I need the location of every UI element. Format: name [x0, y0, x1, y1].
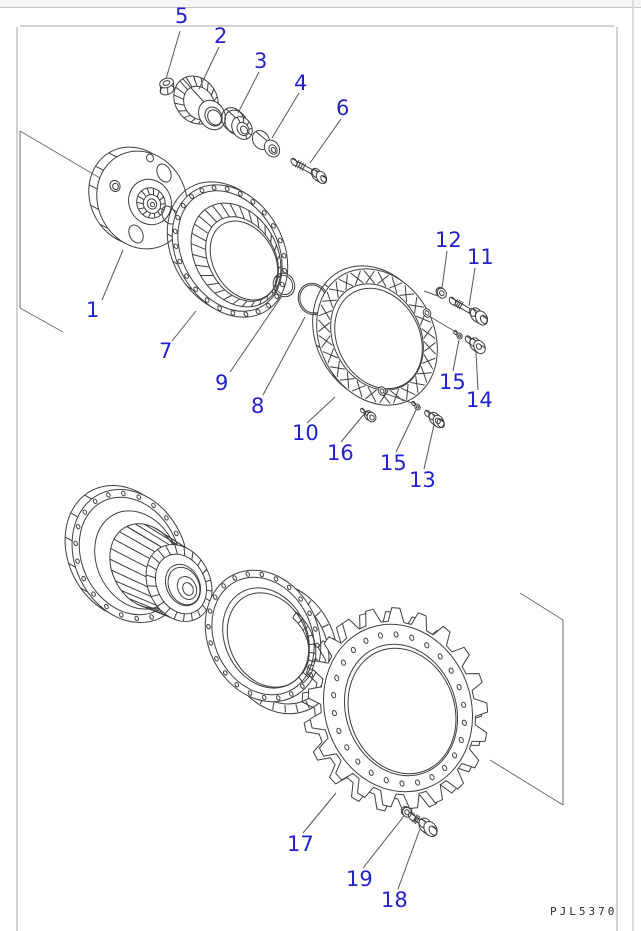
- part-18-bolt: [407, 811, 438, 837]
- part-5-nut: [159, 77, 175, 96]
- callout-leader-lines: [101, 30, 479, 890]
- part-19-washer: [400, 805, 413, 818]
- callout-16: 16: [327, 441, 354, 465]
- callout-5: 5: [175, 4, 189, 28]
- callout-17: 17: [287, 832, 314, 856]
- callout-13: 13: [409, 468, 436, 492]
- callout-12: 12: [435, 228, 462, 252]
- callout-10: 10: [292, 421, 319, 445]
- lower-drum-ring-gear: [204, 569, 339, 715]
- part-11-bolt: [448, 296, 489, 326]
- part-12-washer: [435, 286, 447, 299]
- drawing-frame-top: [20, 25, 614, 27]
- part-3-coupling: [221, 107, 253, 140]
- part-4-bushing: [251, 130, 281, 158]
- drawing-frame-right: [616, 27, 618, 931]
- callout-7: 7: [159, 339, 173, 363]
- drawing-frame-left: [16, 27, 18, 931]
- callout-3: 3: [254, 49, 268, 73]
- part-13-bolt: [424, 409, 445, 429]
- callout-19: 19: [346, 867, 373, 891]
- part-14-bolt: [464, 335, 486, 355]
- part-15-pin-upper: [453, 330, 463, 340]
- callout-9: 9: [215, 371, 229, 395]
- callout-14: 14: [466, 388, 493, 412]
- part-16-screw: [360, 407, 377, 423]
- page-right-edge: [632, 0, 634, 931]
- callout-11: 11: [467, 245, 494, 269]
- part-17-sprocket: [301, 607, 489, 813]
- callout-4: 4: [294, 71, 308, 95]
- part-2-bearing: [173, 75, 226, 131]
- callout-8: 8: [251, 394, 265, 418]
- part-9-snap-ring: [272, 272, 296, 298]
- drawing-code: PJL5370: [550, 905, 618, 918]
- top-border-strip: [0, 0, 641, 8]
- callout-15b: 15: [439, 370, 466, 394]
- callout-1: 1: [86, 298, 100, 322]
- callout-6: 6: [336, 96, 350, 120]
- part-7-ring-gear: [166, 181, 289, 318]
- callout-2: 2: [214, 24, 228, 48]
- callout-15a: 15: [380, 451, 407, 475]
- assembly-bracket-lines: [19, 130, 564, 806]
- part-1-carrier-hub: [88, 146, 189, 250]
- callout-18: 18: [381, 888, 408, 912]
- lower-hub-bearing-assembly: [64, 484, 213, 624]
- part-10-gear-ring: [312, 265, 438, 406]
- part-15-pin-lower: [411, 401, 421, 411]
- part-6-bolt: [290, 157, 328, 185]
